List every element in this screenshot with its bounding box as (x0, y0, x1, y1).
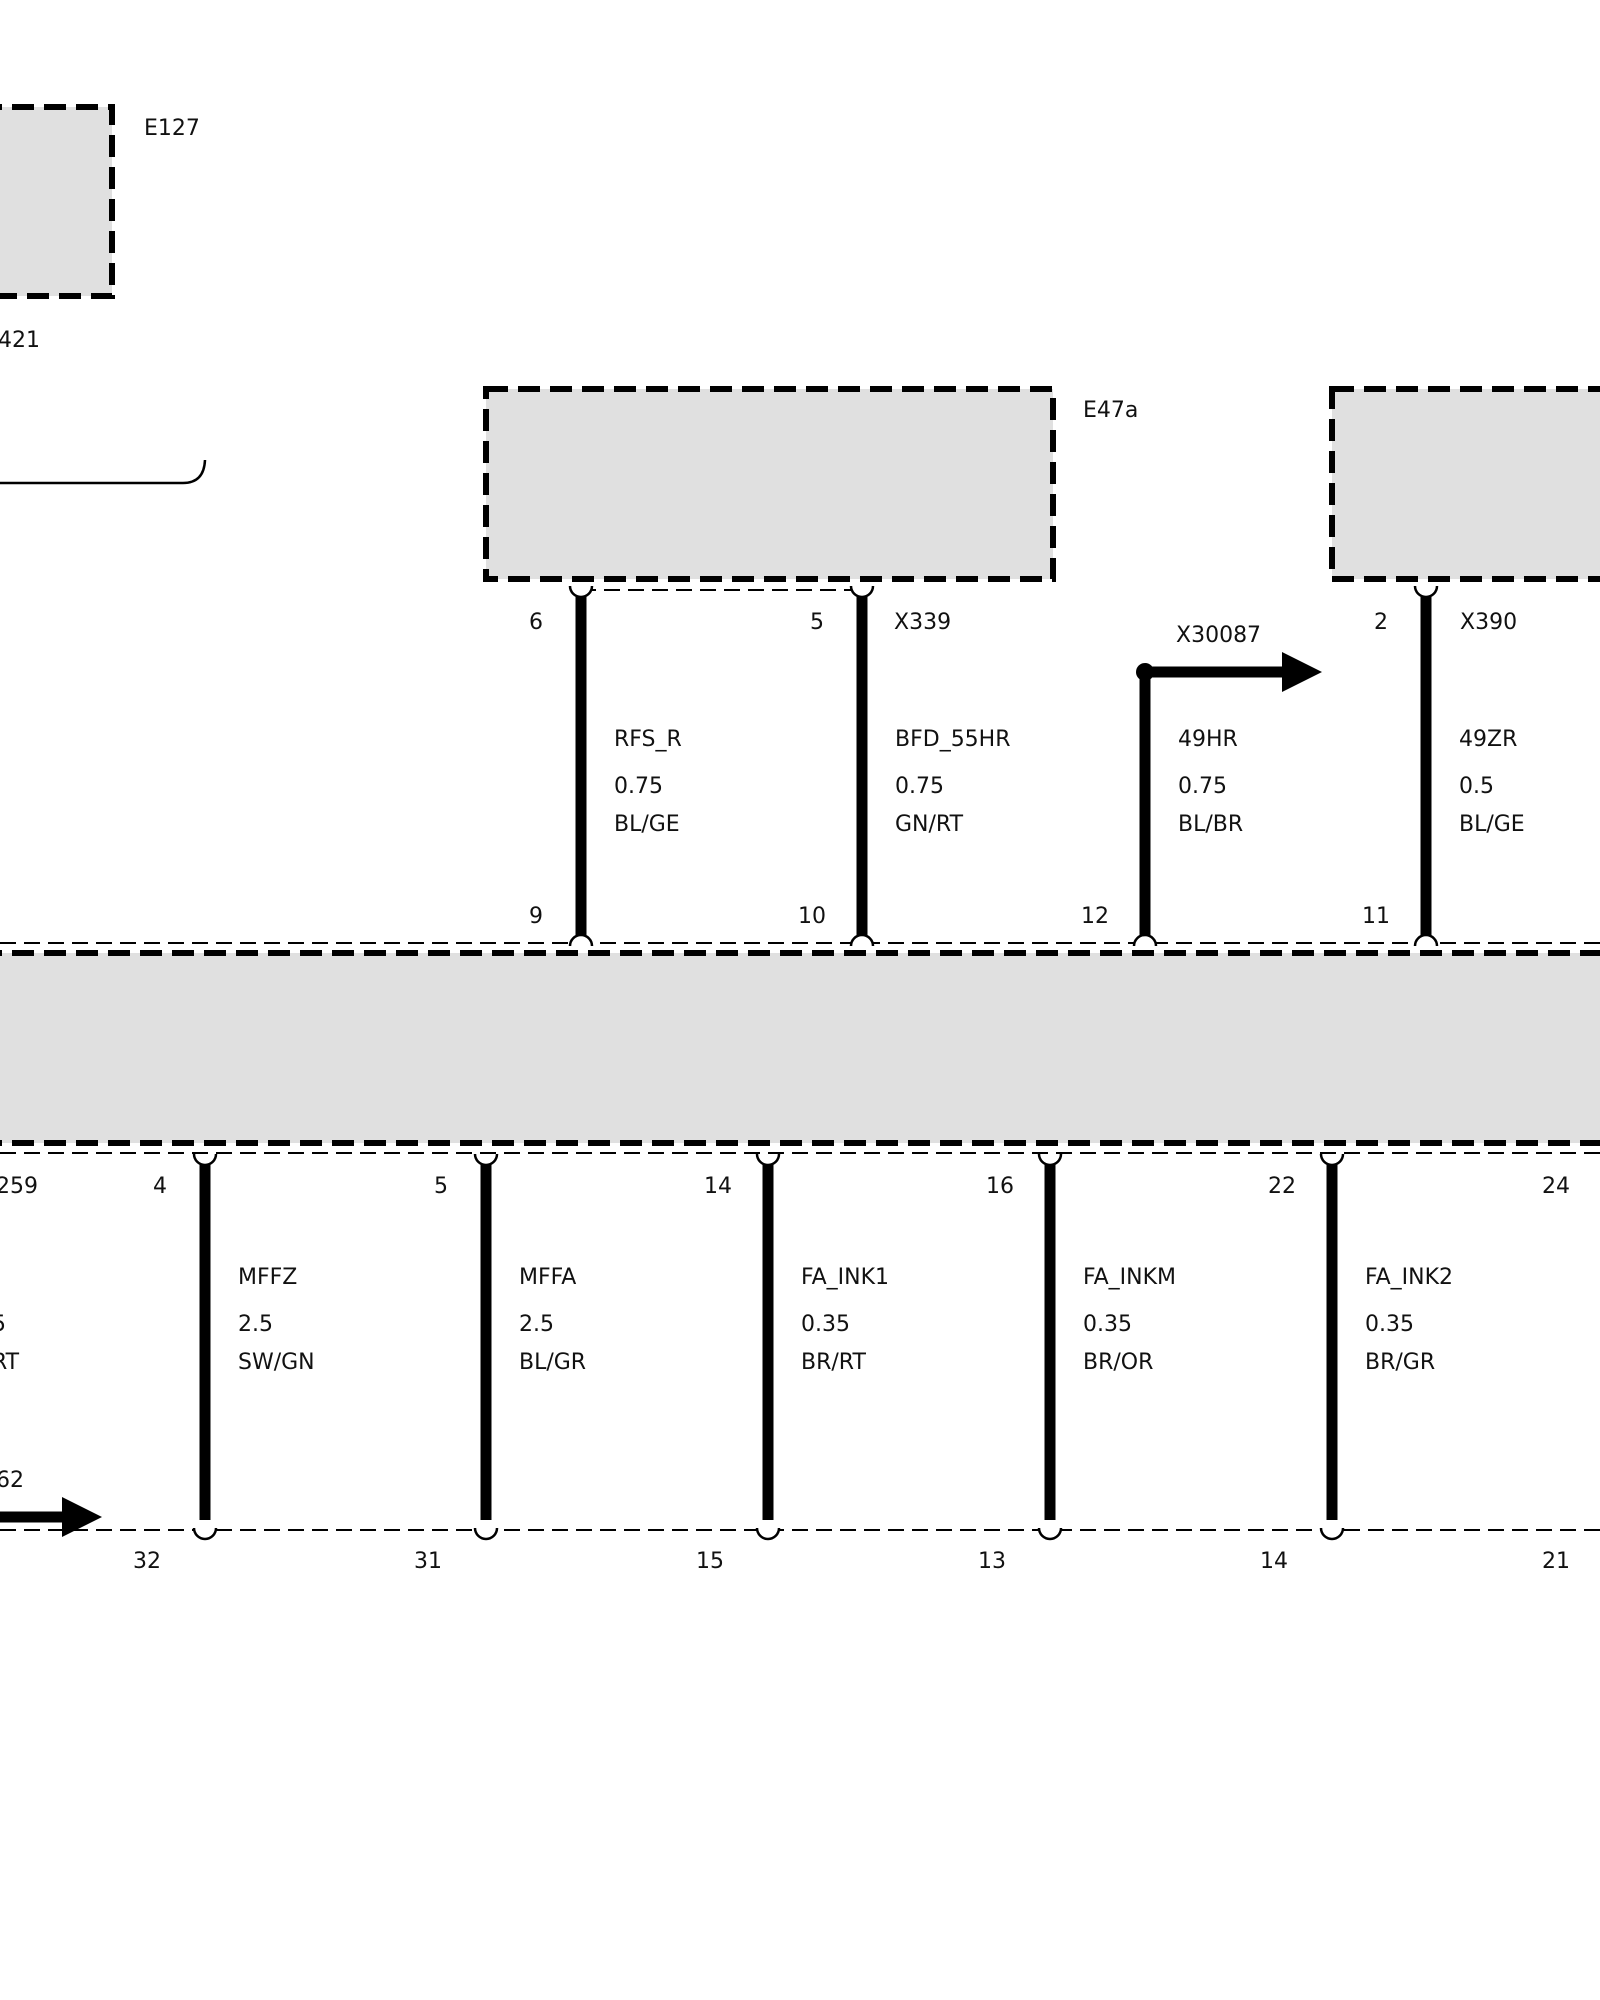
pin-top-number: 22 (1268, 1174, 1296, 1199)
right-edge-pin-top: 24 (1542, 1174, 1570, 1199)
pin-bottom-icon (1037, 1527, 1063, 1541)
wire-size: 0.35 (1083, 1312, 1132, 1337)
wire-color: BL/GR (519, 1350, 586, 1375)
pin-top-icon (473, 1153, 499, 1167)
wire-name: FA_INK2 (1365, 1265, 1453, 1290)
pin-top-icon (1413, 585, 1439, 599)
pin-top-icon (755, 1153, 781, 1167)
wire-size: 0.75 (614, 774, 663, 799)
right-module-connector-label: X390 (1460, 610, 1517, 635)
pin-bottom-icon (192, 1527, 218, 1541)
wire-name: FA_INK1 (801, 1265, 889, 1290)
pin-bottom-icon (1319, 1527, 1345, 1541)
module-main (0, 950, 1600, 1146)
wire-size: 0.5 (1459, 774, 1494, 799)
pin-bottom-number: 9 (529, 904, 543, 929)
pin-bottom-icon (568, 933, 594, 947)
main-connector-bottom-label: 259 (0, 1174, 38, 1199)
wire-name: MFFZ (238, 1265, 297, 1290)
left-partial-color: RT (0, 1350, 20, 1375)
pin-bottom-icon (849, 933, 875, 947)
wire-color: BL/BR (1178, 812, 1243, 837)
wire-size: 0.35 (801, 1312, 850, 1337)
top-wire-49zr: 2 11 49ZR 0.5BL/GE (1362, 585, 1525, 947)
wire-color: GN/RT (895, 812, 964, 837)
module-right (1329, 386, 1600, 582)
wire-size: 0.35 (1365, 1312, 1414, 1337)
pin-bottom-number: 32 (133, 1549, 161, 1574)
e127-lower-label: 421 (0, 328, 40, 353)
wire-color: BR/RT (801, 1350, 866, 1375)
splice-label: X30087 (1176, 623, 1261, 648)
wire-color: BR/GR (1365, 1350, 1435, 1375)
left-arrow-head-icon (62, 1497, 102, 1537)
left-arrow-label: 62 (0, 1468, 24, 1493)
pin-top-icon (192, 1153, 218, 1167)
pin-top-number: 16 (986, 1174, 1014, 1199)
wire-name: FA_INKM (1083, 1265, 1176, 1290)
module-e127 (0, 104, 115, 299)
wire-color: BR/OR (1083, 1350, 1153, 1375)
wire-size: 2.5 (519, 1312, 554, 1337)
wire-name: 49ZR (1459, 727, 1517, 752)
bottom-wire-mffz: 4 32 MFFZ 2.5SW/GN (133, 1153, 315, 1574)
pin-top-icon (568, 585, 594, 599)
pin-top-number: 14 (704, 1174, 732, 1199)
cable-bracket (0, 459, 207, 485)
e47a-connector-label: X339 (894, 610, 951, 635)
pin-bottom-number: 14 (1260, 1549, 1288, 1574)
wire-size: 2.5 (238, 1312, 273, 1337)
pin-bottom-number: 12 (1081, 904, 1109, 929)
pin-bottom-number: 10 (798, 904, 826, 929)
left-partial-size: 5 (0, 1312, 6, 1337)
wire-color: BL/GE (614, 812, 680, 837)
bottom-wires: 4 32 MFFZ 2.5SW/GN 5 31 MFFA 2.5BL/GR 14 15 FA_INK… (133, 1153, 1453, 1574)
pin-bottom-number: 11 (1362, 904, 1390, 929)
pin-top-icon (849, 585, 875, 599)
pin-top-icon (1319, 1153, 1345, 1167)
pin-bottom-icon (473, 1527, 499, 1541)
pin-bottom-number: 31 (414, 1549, 442, 1574)
pin-bottom-icon (755, 1527, 781, 1541)
e47a-label: E47a (1083, 398, 1138, 423)
e127-label: E127 (144, 116, 200, 141)
pin-top-number: 2 (1374, 610, 1388, 635)
pin-top-icon (1037, 1153, 1063, 1167)
splice-arrow-head-icon (1282, 652, 1322, 692)
pin-bottom-icon (1132, 933, 1158, 947)
wire-name: BFD_55HR (895, 727, 1011, 752)
wire-name: 49HR (1178, 727, 1238, 752)
pin-bottom-number: 15 (696, 1549, 724, 1574)
module-e47a (483, 386, 1056, 582)
pin-bottom-number: 13 (978, 1549, 1006, 1574)
right-edge-pin-bottom: 21 (1542, 1549, 1570, 1574)
wire-color: SW/GN (238, 1350, 315, 1375)
wire-color: BL/GE (1459, 812, 1525, 837)
pin-bottom-icon (1413, 933, 1439, 947)
wire-name: MFFA (519, 1265, 576, 1290)
pin-top-number: 5 (434, 1174, 448, 1199)
pin-top-number: 6 (529, 610, 543, 635)
wire-name: RFS_R (614, 727, 682, 752)
pin-top-number: 4 (153, 1174, 167, 1199)
wire-size: 0.75 (1178, 774, 1227, 799)
wire-size: 0.75 (895, 774, 944, 799)
bottom-wire-mffa: 5 31 MFFA 2.5BL/GR (414, 1153, 586, 1574)
pin-top-number: 5 (810, 610, 824, 635)
